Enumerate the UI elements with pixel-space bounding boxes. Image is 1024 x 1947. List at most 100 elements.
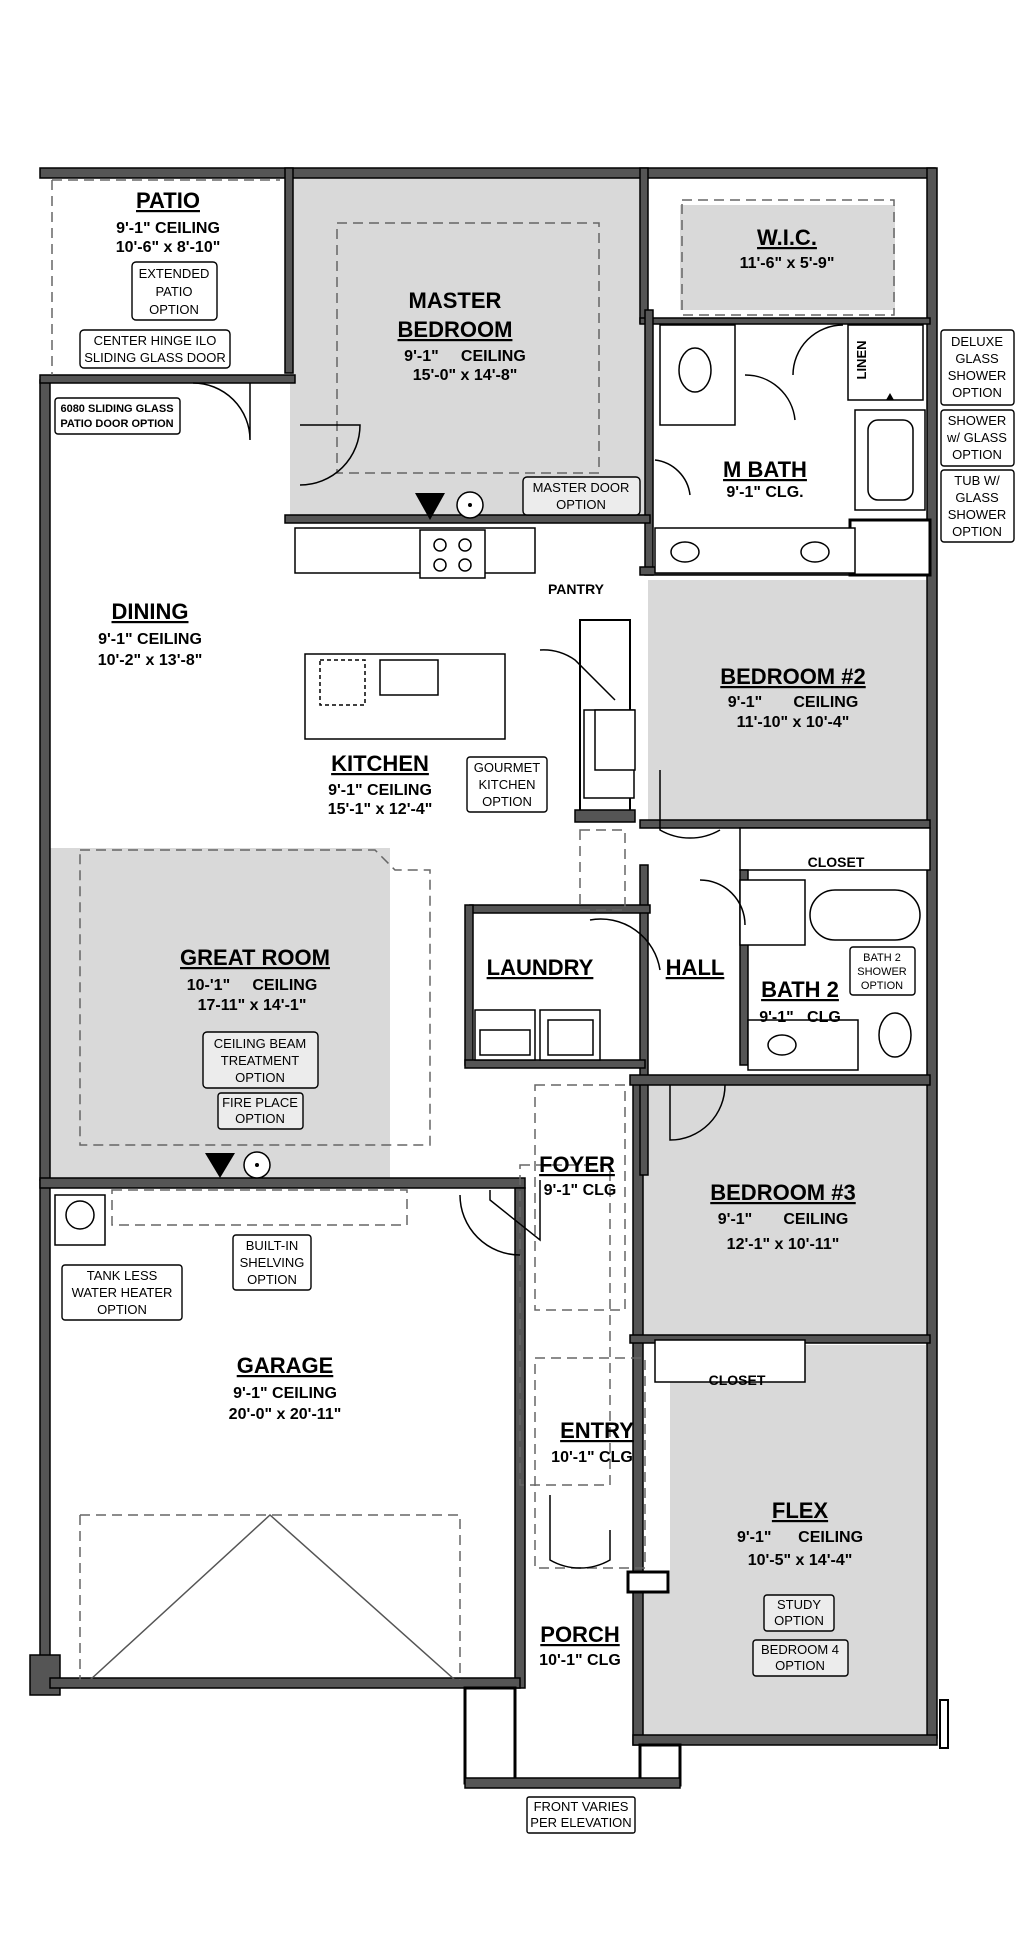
entry-name: ENTRY <box>560 1418 634 1443</box>
bedroom4-option: BEDROOM 4 OPTION <box>752 1639 849 1677</box>
option-line: CEILING BEAM <box>214 1036 306 1051</box>
option-line: TREATMENT <box>221 1053 300 1068</box>
mbath-name: M BATH <box>723 457 807 482</box>
option-line: BUILT-IN <box>246 1238 299 1253</box>
shower-glass-option: SHOWER w/ GLASS OPTION <box>940 409 1015 467</box>
foyer-ceiling: 9'-1" CLG <box>544 1182 617 1199</box>
option-line: OPTION <box>775 1658 825 1673</box>
bedroom2-size: 11'-10" x 10'-4" <box>737 714 850 731</box>
master-door-option: MASTER DOOR OPTION <box>522 476 641 516</box>
great-room-floor <box>47 848 390 1178</box>
option-line: w/ GLASS <box>946 430 1007 445</box>
garage-name: GARAGE <box>237 1353 334 1378</box>
flex-name: FLEX <box>772 1498 829 1523</box>
dashed-lines <box>51 179 895 1681</box>
dining-name: DINING <box>112 599 189 624</box>
closet2-label: CLOSET <box>709 1372 766 1388</box>
flex-floor <box>640 1345 926 1735</box>
gourmet-kitchen-option: GOURMET KITCHEN OPTION <box>466 756 548 813</box>
tankless-water-heater-option: TANK LESS WATER HEATER OPTION <box>61 1264 183 1321</box>
bedroom3-floor <box>640 1085 926 1340</box>
option-line: PER ELEVATION <box>530 1815 631 1830</box>
kitchen-size: 15'-1" x 12'-4" <box>328 801 433 818</box>
patio-size: 10'-6" x 8'-10" <box>116 239 221 256</box>
master-size: 15'-0" x 14'-8" <box>413 367 518 384</box>
kitchen-ceiling: 9'-1" CEILING <box>328 782 432 799</box>
wic-floor <box>680 205 895 310</box>
bath2-shower-option: BATH 2 SHOWER OPTION <box>849 946 916 996</box>
option-line: PATIO <box>155 284 192 299</box>
foyer-name: FOYER <box>539 1152 615 1177</box>
ceiling-fan-markers <box>205 393 894 1179</box>
bedroom3-size: 12'-1" x 10'-11" <box>727 1236 840 1253</box>
patio-ceiling: 9'-1" CEILING <box>116 220 220 237</box>
porch-name: PORCH <box>540 1622 619 1647</box>
bedroom2-floor <box>648 580 926 825</box>
option-line: 6080 SLIDING GLASS <box>60 403 173 415</box>
dining-size: 10'-2" x 13'-8" <box>98 652 203 669</box>
bedroom2-name: BEDROOM #2 <box>720 664 865 689</box>
option-line: FRONT VARIES <box>534 1799 629 1814</box>
flex-size: 10'-5" x 14'-4" <box>748 1552 853 1569</box>
option-line: OPTION <box>97 1302 147 1317</box>
option-line: SHOWER <box>948 368 1007 383</box>
patio-name: PATIO <box>136 188 200 213</box>
option-line: FIRE PLACE <box>222 1095 298 1110</box>
builtin-shelving-option: BUILT-IN SHELVING OPTION <box>232 1234 312 1291</box>
option-line: OPTION <box>861 980 903 992</box>
bath2-ceiling: 9'-1" CLG <box>759 1009 841 1026</box>
extended-patio-option: EXTENDED PATIO OPTION <box>131 261 218 321</box>
front-elevation-note: FRONT VARIES PER ELEVATION <box>526 1796 636 1834</box>
option-line: MASTER DOOR <box>533 480 630 495</box>
option-line: SHELVING <box>240 1255 305 1270</box>
option-line: KITCHEN <box>478 777 535 792</box>
porch-ceiling: 10'-1" CLG <box>539 1652 621 1669</box>
option-line: OPTION <box>482 794 532 809</box>
bath2-name: BATH 2 <box>761 977 839 1002</box>
master-name-1: MASTER <box>409 288 502 313</box>
fixtures <box>54 324 926 1246</box>
pantry-label: PANTRY <box>548 581 605 597</box>
flex-ceiling: 9'-1" CEILING <box>737 1529 863 1546</box>
option-line: EXTENDED <box>139 266 210 281</box>
option-line: GLASS <box>955 490 999 505</box>
option-line: PATIO DOOR OPTION <box>60 418 173 430</box>
option-line: OPTION <box>952 524 1002 539</box>
ceiling-beam-option: CEILING BEAM TREATMENT OPTION <box>202 1031 319 1089</box>
option-line: GOURMET <box>474 760 541 775</box>
great-room-ceiling: 10-'1" CEILING <box>187 977 318 994</box>
option-line: BATH 2 <box>863 952 901 964</box>
option-line: SHOWER <box>857 966 907 978</box>
garage-ceiling: 9'-1" CEILING <box>233 1385 337 1402</box>
option-line: OPTION <box>774 1613 824 1628</box>
center-hinge-option: CENTER HINGE ILO SLIDING GLASS DOOR <box>79 329 231 369</box>
tub-glass-option: TUB W/ GLASS SHOWER OPTION <box>940 469 1015 543</box>
option-line: SHOWER <box>948 507 1007 522</box>
option-line: OPTION <box>952 447 1002 462</box>
great-room-name: GREAT ROOM <box>180 945 330 970</box>
option-line: OPTION <box>952 385 1002 400</box>
hall-name: HALL <box>666 955 725 980</box>
option-line: CENTER HINGE ILO <box>94 333 217 348</box>
sliding-door-option: 6080 SLIDING GLASS PATIO DOOR OPTION <box>54 397 181 435</box>
bedroom3-name: BEDROOM #3 <box>710 1180 855 1205</box>
deluxe-shower-option: DELUXE GLASS SHOWER OPTION <box>940 329 1015 406</box>
dining-ceiling: 9'-1" CEILING <box>98 631 202 648</box>
option-line: TANK LESS <box>87 1268 158 1283</box>
option-line: OPTION <box>247 1272 297 1287</box>
interior-walls <box>39 167 932 1594</box>
option-line: SLIDING GLASS DOOR <box>84 350 226 365</box>
option-line: BEDROOM 4 <box>761 1642 839 1657</box>
mbath-ceiling: 9'-1" CLG. <box>726 484 803 501</box>
option-line: TUB W/ <box>954 473 1000 488</box>
kitchen-name: KITCHEN <box>331 751 429 776</box>
great-room-size: 17-11" x 14'-1" <box>198 997 307 1014</box>
master-name-2: BEDROOM <box>398 317 513 342</box>
option-line: OPTION <box>556 497 606 512</box>
closet1-label: CLOSET <box>808 854 865 870</box>
door-swings <box>192 324 844 1569</box>
bedroom2-ceiling: 9'-1" CEILING <box>728 694 859 711</box>
option-line: DELUXE <box>951 334 1003 349</box>
room-labels: PATIO 9'-1" CEILING 10'-6" x 8'-10" MAST… <box>98 188 869 1669</box>
laundry-name: LAUNDRY <box>487 955 594 980</box>
